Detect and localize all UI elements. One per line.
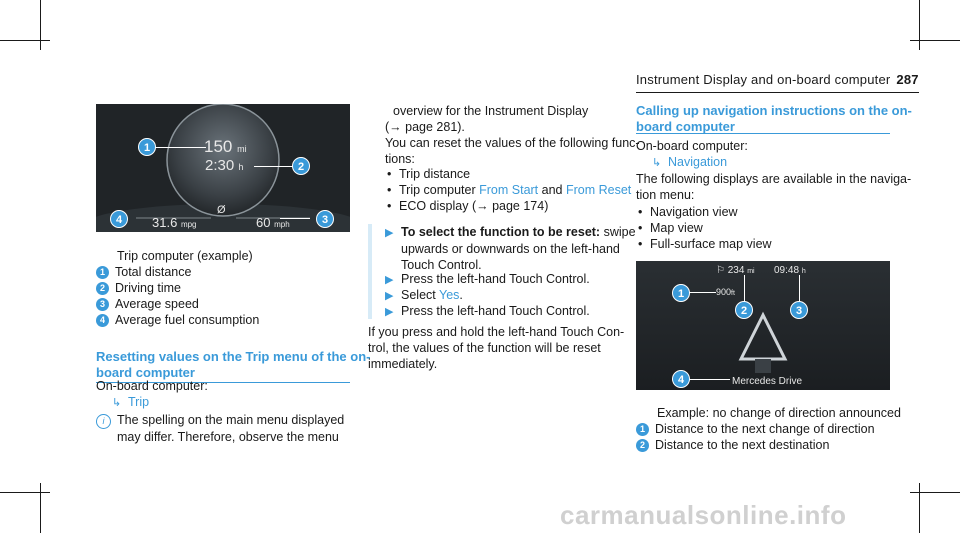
callout-4: 4 (110, 210, 128, 228)
info-icon: i (96, 414, 111, 429)
callout-4: 4 (672, 370, 690, 388)
header-title: Instrument Display and on-board computer (636, 72, 891, 87)
speed-readout: 60 mph (256, 215, 290, 230)
average-symbol: Ø (217, 204, 226, 216)
step-bar (368, 224, 372, 319)
callout-line (688, 379, 730, 380)
heading-rule (96, 382, 350, 383)
list-item: •ECO display (→ page 174) (387, 199, 549, 213)
function-list: •Trip distance •Trip computer From Start… (387, 166, 631, 214)
step-arrow-icon: ▶ (385, 274, 394, 286)
callout-2: 2 (292, 157, 310, 175)
callout-line (744, 275, 745, 303)
onboard-label: On-board computer: (96, 379, 208, 393)
navigation-graphic (636, 261, 890, 390)
crop-mark (0, 492, 50, 493)
watermark: carmanualsonline.info (560, 500, 847, 530)
step-4: ▶Press the left-hand Touch Control. (385, 304, 590, 318)
callout-3: 3 (790, 301, 808, 319)
submenu-arrow-icon: ↳ (112, 397, 122, 409)
callout-line (146, 147, 206, 148)
crop-mark (40, 483, 41, 533)
step-arrow-icon: ▶ (385, 306, 394, 318)
list-item: •Navigation view (638, 205, 738, 219)
destination-distance: ⚐ 234 mi (716, 265, 755, 276)
callout-line (688, 292, 716, 293)
section-heading: Calling up navigation instructions on th… (636, 103, 912, 134)
callout-line (280, 218, 310, 219)
nav-description: The following displays are available in … (636, 172, 912, 202)
street-name: Mercedes Drive (732, 376, 803, 387)
callout-1: 1 (138, 138, 156, 156)
header-rule (636, 92, 919, 93)
callout-line (799, 275, 800, 303)
crop-mark (0, 40, 50, 41)
menu-path: ↳Navigation (652, 155, 728, 169)
fuel-readout: 31.6 mpg (152, 215, 197, 230)
callout-line (254, 166, 294, 167)
step-1: ▶To select the function to be reset: swi… (385, 225, 636, 272)
list-item: •Trip computer From Start and From Reset (387, 183, 632, 197)
step-arrow-icon: ▶ (385, 227, 394, 239)
step-2: ▶Press the left-hand Touch Control. (385, 272, 590, 286)
heading-rule (636, 133, 890, 134)
crop-mark (919, 0, 920, 50)
onboard-label: On-board computer: (636, 139, 748, 153)
crop-mark (919, 483, 920, 533)
image-caption: Example: no change of direction announce… (657, 406, 901, 420)
page-number: 287 (896, 72, 919, 87)
arrival-time: 09:48 h (774, 265, 806, 276)
middle-intro: overview for the Instrument Display (→ p… (385, 104, 640, 166)
middle-final: If you press and hold the left-hand Touc… (368, 325, 625, 371)
image-caption: Trip computer (example) (117, 249, 253, 263)
page-header: Instrument Display and on-board computer… (636, 72, 919, 87)
submenu-arrow-icon: ↳ (652, 157, 662, 169)
crop-mark (910, 40, 960, 41)
step-3: ▶Select Yes. (385, 288, 463, 302)
navigation-image: ⚐ 234 mi 09:48 h 900ft Mercedes Drive 1 … (636, 261, 890, 390)
time-readout: 2:30 h (205, 157, 244, 174)
callout-3: 3 (316, 210, 334, 228)
callout-1: 1 (672, 284, 690, 302)
list-item: •Trip distance (387, 167, 471, 181)
list-item: •Full-surface map view (638, 237, 772, 251)
step-arrow-icon: ▶ (385, 290, 394, 302)
crop-mark (910, 492, 960, 493)
next-maneuver-distance: 900ft (716, 287, 735, 297)
view-list: •Navigation view •Map view •Full-surface… (638, 204, 772, 252)
list-item: •Map view (638, 221, 703, 235)
distance-readout: 150 mi (204, 137, 247, 156)
trip-computer-image: 150 mi 2:30 h Ø 31.6 mpg 60 mph 1 2 3 4 (96, 104, 350, 232)
crop-mark (40, 0, 41, 50)
section-heading: Resetting values on the Trip menu of the… (96, 349, 371, 380)
callout-2: 2 (735, 301, 753, 319)
menu-path: ↳Trip (112, 395, 150, 409)
